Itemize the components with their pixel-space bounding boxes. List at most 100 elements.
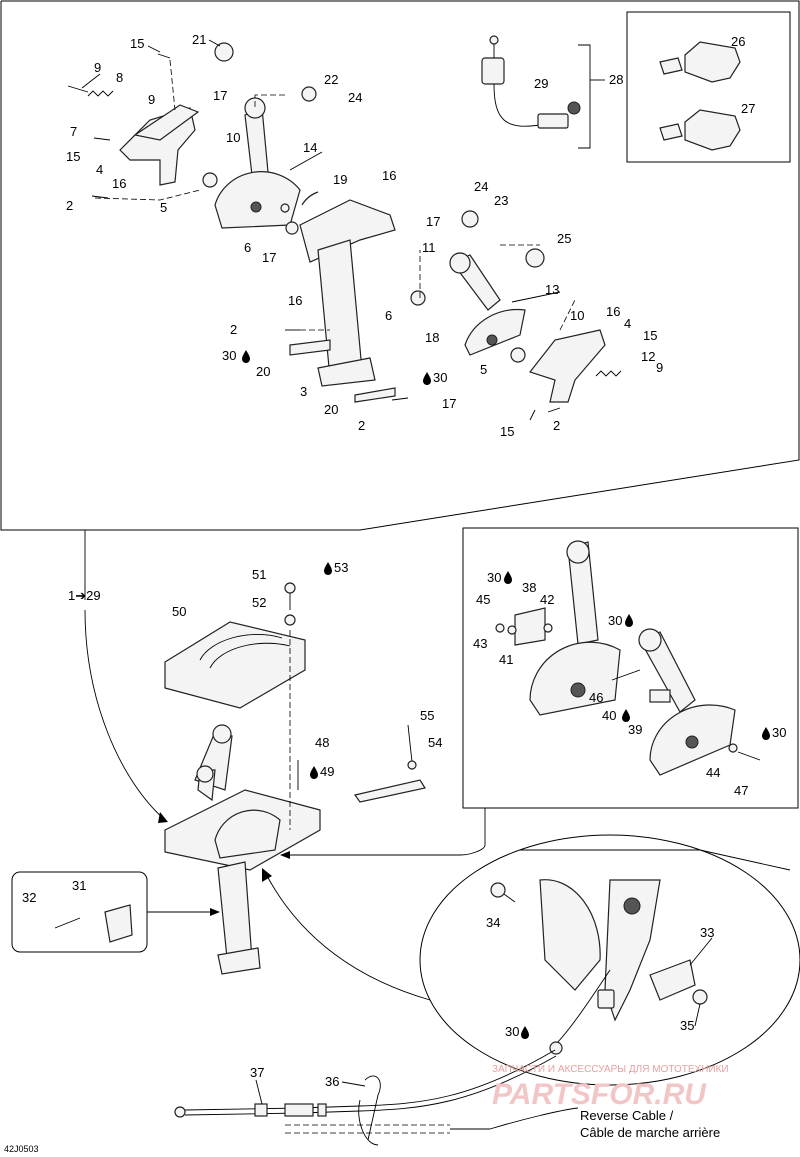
callout: 54 [428,735,442,750]
callout: 28 [609,72,623,87]
callout: 23 [494,193,508,208]
callout: 2 [230,322,237,337]
callout: 10 [226,130,240,145]
callout: 9 [94,60,101,75]
kit-parts-26-27 [659,41,741,151]
callout: 16 [382,168,396,183]
callout: 17 [213,88,227,103]
callout: 15 [500,424,514,439]
callout: 38 [522,580,536,595]
detail-lever-38-47 [495,540,761,776]
cable-assembly-28 [481,35,605,149]
callout: 30 [222,348,236,363]
callout: 43 [473,636,487,651]
watermark-tagline: ЗАПЧАСТИ И АКСЕССУАРЫ ДЛЯ МОТОТЕХНИКИ [492,1064,729,1075]
reverse-cable-caption-line2: Câble de marche arrière [580,1125,720,1140]
callout: 44 [706,765,720,780]
watermark: ЗАПЧАСТИ И АКСЕССУАРЫ ДЛЯ МОТОТЕХНИКИ PA… [492,1064,729,1111]
callout: 17 [442,396,456,411]
callout: 53 [334,560,348,575]
callout: 37 [250,1065,264,1080]
callout: 46 [589,690,603,705]
callout: 17 [426,214,440,229]
drop-icon [622,709,630,722]
callout: 30 [487,570,501,585]
callout: 22 [324,72,338,87]
drop-icon [242,350,250,363]
callout: 55 [420,708,434,723]
callout: 50 [172,604,186,619]
callout: 31 [72,878,86,893]
watermark-logo: PARTSFOR.RU [492,1078,707,1111]
diagram-code: 42J0503 [4,1144,39,1154]
callout: 21 [192,32,206,47]
callout: 48 [315,735,329,750]
callout: 6 [385,308,392,323]
callout: 26 [731,34,745,49]
callout: 24 [474,179,488,194]
callout: 10 [570,308,584,323]
callout: 15 [130,36,144,51]
callout: 16 [288,293,302,308]
reverse-cable-caption: Reverse Cable / Câble de marche arrière [580,1108,720,1140]
callout: 29 [534,76,548,91]
callout: 32 [22,890,36,905]
callout: 25 [557,231,571,246]
callout: 19 [333,172,347,187]
frame-kit-26-27 [626,11,791,163]
callout: 14 [303,140,317,155]
callout: 11 [422,240,436,255]
callout: 30 [505,1024,519,1039]
callout: 15 [643,328,657,343]
drop-icon [310,766,318,779]
callout: 7 [70,124,77,139]
callout: 2 [66,198,73,213]
frame-detail-38-47 [462,527,799,809]
callout: 20 [256,364,270,379]
leader-lines [81,39,713,1105]
callout: 33 [700,925,714,940]
reverse-cable-bottom [174,1049,579,1146]
callout: 40 [602,708,616,723]
drop-icon [504,571,512,584]
callout: 24 [348,90,362,105]
callout: 12 [641,349,655,364]
callout: 35 [680,1018,694,1033]
callout: 49 [320,764,334,779]
drop-icon [423,372,431,385]
callout-labels: 15 21 9 8 9 17 7 15 10 4 16 5 2 14 22 24… [22,32,786,1089]
callout: 15 [66,149,80,164]
callout: 51 [252,567,266,582]
callout: 17 [262,250,276,265]
callout: 18 [425,330,439,345]
callout: 42 [540,592,554,607]
callout: 52 [252,595,266,610]
callout: 6 [244,240,251,255]
callout: 45 [476,592,490,607]
drop-icon [625,614,633,627]
reverse-cable-caption-line1: Reverse Cable / [580,1108,674,1123]
lever-assembly-top [67,42,622,421]
frame-detail-cable-oval [419,834,800,1086]
callout: 36 [325,1074,339,1089]
callout: 3 [300,384,307,399]
callout: 5 [480,362,487,377]
callout: 16 [112,176,126,191]
shifter-assembly-lower [54,530,486,1001]
frame-top-section [0,0,800,531]
drop-icon [521,1026,529,1039]
drop-icon [762,727,770,740]
callout: 2 [553,418,560,433]
callout: 9 [656,360,663,375]
callout: 9 [148,92,155,107]
callout: 4 [624,316,631,331]
callout: 20 [324,402,338,417]
callout: 4 [96,162,103,177]
callout: 5 [160,200,167,215]
callout: 47 [734,783,748,798]
callout: 8 [116,70,123,85]
callout: 2 [358,418,365,433]
reference-arrow: 1➔29 [68,588,101,603]
detail-reverse-cable [490,849,791,1055]
